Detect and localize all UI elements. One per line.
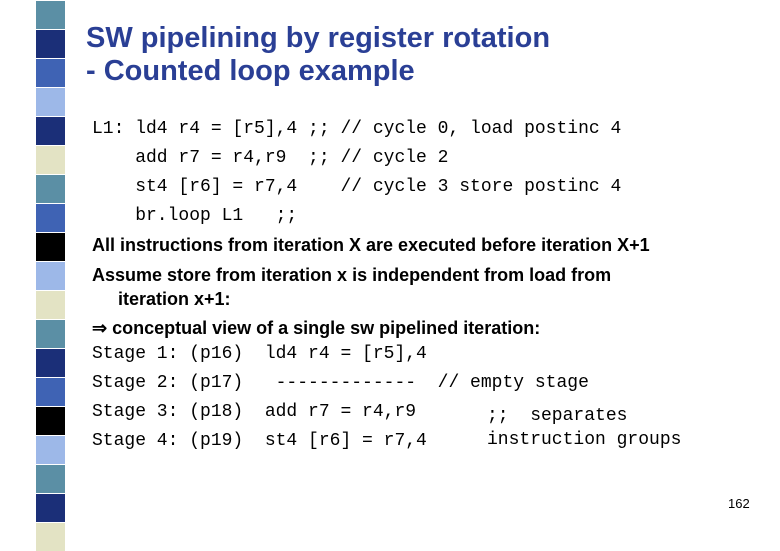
decorative-square — [36, 174, 65, 203]
note-separates: ;; separates — [487, 406, 628, 426]
decorative-square — [36, 348, 65, 377]
decorative-square — [36, 290, 65, 319]
bullet-store-independent-line-2: iteration x+1: — [118, 289, 231, 309]
page-number: 162 — [728, 496, 750, 511]
bullet-conceptual-view: ⇒ conceptual view of a single sw pipelin… — [92, 317, 540, 339]
stage-line-1: Stage 1: (p16) ld4 r4 = [r5],4 — [92, 344, 427, 364]
bullet-store-independent-line-1: Assume store from iteration x is indepen… — [92, 265, 612, 285]
decorative-square — [36, 145, 65, 174]
slide-title: SW pipelining by register rotation - Cou… — [86, 22, 550, 88]
slide-title-line-2: - Counted loop example — [86, 55, 415, 87]
bullet-iteration-order: All instructions from iteration X are ex… — [92, 235, 650, 255]
decorative-left-bar — [0, 0, 65, 551]
stage-line-2: Stage 2: (p17) ------------- // empty st… — [92, 373, 589, 393]
bullet-conceptual-view-text: conceptual view of a single sw pipelined… — [112, 318, 541, 338]
decorative-square — [36, 116, 65, 145]
decorative-square — [36, 58, 65, 87]
decorative-square — [36, 29, 65, 58]
code-line-4: br.loop L1 ;; — [92, 206, 298, 226]
slide-title-line-1: SW pipelining by register rotation — [86, 22, 551, 54]
code-line-2: add r7 = r4,r9 ;; // cycle 2 — [92, 148, 449, 168]
decorative-square — [36, 464, 65, 493]
code-line-3: st4 [r6] = r7,4 // cycle 3 store postinc… — [92, 177, 622, 197]
stage-line-3: Stage 3: (p18) add r7 = r4,r9 — [92, 402, 417, 422]
decorative-square — [36, 493, 65, 522]
decorative-square — [36, 203, 65, 232]
decorative-square — [36, 87, 65, 116]
decorative-square — [36, 261, 65, 290]
implies-symbol: ⇒ — [92, 318, 108, 338]
decorative-square — [36, 0, 65, 29]
decorative-square — [36, 232, 65, 261]
decorative-square — [36, 406, 65, 435]
decorative-square — [36, 522, 65, 551]
note-instruction-groups: instruction groups — [487, 430, 682, 450]
stage-line-4: Stage 4: (p19) st4 [r6] = r7,4 — [92, 431, 427, 451]
code-line-1: L1: ld4 r4 = [r5],4 ;; // cycle 0, load … — [92, 119, 622, 139]
decorative-square — [36, 319, 65, 348]
decorative-square — [36, 377, 65, 406]
decorative-square — [36, 435, 65, 464]
